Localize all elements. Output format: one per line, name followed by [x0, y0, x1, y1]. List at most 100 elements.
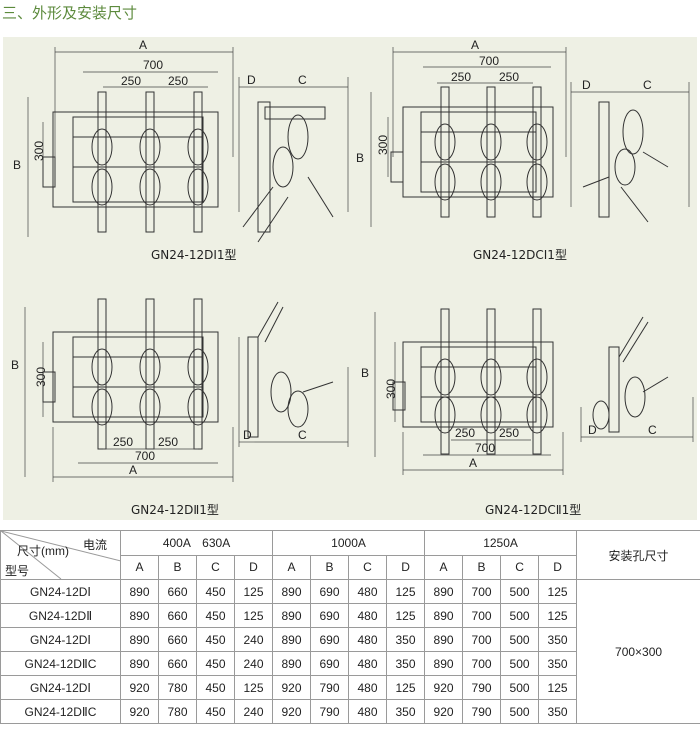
value-cell: 450 [196, 627, 235, 652]
table-row: GN24-12DⅠ 890 660 450 240 890 690 480 35… [0, 627, 700, 652]
caption-gn24-12dc-ii: GN24-12DCⅡ1型 [485, 503, 581, 517]
value-cell: 790 [310, 675, 350, 700]
drawing-gn24-12dc-i-front: A 700 250 250 B 300 [356, 38, 567, 227]
value-cell: 125 [233, 603, 274, 628]
sub-header-b: B [158, 554, 197, 580]
value-cell: 890 [272, 579, 312, 604]
dim-700: 700 [135, 449, 155, 463]
dim-250-left: 250 [451, 70, 471, 84]
drawing-gn24-12d-i-front: A 700 250 250 B 300 [13, 38, 234, 237]
dim-a: A [129, 463, 137, 477]
value-cell: 690 [310, 627, 350, 652]
value-cell: 660 [158, 627, 197, 652]
group-header-1000: 1000A [272, 530, 426, 556]
value-cell: 480 [348, 699, 388, 724]
value-cell: 125 [233, 675, 274, 700]
drawing-gn24-12dc-ii-side: D C [580, 316, 694, 442]
value-cell: 450 [196, 579, 235, 604]
dim-c: C [298, 428, 307, 442]
caption-gn24-12d-i: GN24-12DⅠ1型 [151, 248, 237, 262]
drawing-gn24-12d-i-side: D C [238, 73, 349, 243]
value-cell: 500 [500, 603, 540, 628]
corner-current-label: 电流 [83, 538, 108, 552]
value-cell: 450 [196, 603, 235, 628]
value-cell: 125 [538, 603, 578, 628]
value-cell: 350 [386, 699, 426, 724]
value-cell: 660 [158, 651, 197, 676]
value-cell: 240 [233, 699, 274, 724]
value-cell: 450 [196, 651, 235, 676]
value-cell: 890 [120, 651, 159, 676]
model-cell: GN24-12DⅠ [0, 579, 121, 604]
value-cell: 890 [424, 579, 464, 604]
value-cell: 500 [500, 651, 540, 676]
value-cell: 350 [538, 651, 578, 676]
sub-header-c: C [500, 554, 540, 580]
value-cell: 890 [272, 603, 312, 628]
value-cell: 890 [424, 651, 464, 676]
value-cell: 690 [310, 651, 350, 676]
model-cell: GN24-12DⅠ [0, 627, 121, 652]
model-cell: GN24-12DⅠ [0, 675, 121, 700]
value-cell: 700 [462, 579, 502, 604]
table-row: GN24-12DⅡC 920 780 450 240 920 790 480 3… [0, 699, 700, 724]
value-cell: 500 [500, 675, 540, 700]
value-cell: 920 [424, 675, 464, 700]
value-cell: 690 [310, 579, 350, 604]
drawing-gn24-12dc-ii-front: B 300 250 250 700 A [361, 308, 564, 475]
dim-250-left: 250 [121, 74, 141, 88]
dim-b: B [361, 366, 369, 380]
value-cell: 450 [196, 699, 235, 724]
dim-c: C [643, 78, 652, 92]
sub-header-a: A [424, 554, 464, 580]
dim-250-right: 250 [158, 435, 178, 449]
value-cell: 660 [158, 579, 197, 604]
value-cell: 890 [120, 579, 159, 604]
value-cell: 790 [310, 699, 350, 724]
value-cell: 350 [386, 651, 426, 676]
value-cell: 500 [500, 699, 540, 724]
value-cell: 350 [386, 627, 426, 652]
value-cell: 790 [462, 675, 502, 700]
value-cell: 240 [233, 627, 274, 652]
value-cell: 125 [386, 579, 426, 604]
value-cell: 920 [272, 699, 312, 724]
value-cell: 480 [348, 627, 388, 652]
dim-d: D [247, 73, 256, 87]
dim-300: 300 [384, 379, 398, 399]
value-cell: 125 [386, 675, 426, 700]
sub-header-d: D [538, 554, 578, 580]
dim-250-left: 250 [455, 426, 475, 440]
value-cell: 890 [120, 603, 159, 628]
value-cell: 920 [424, 699, 464, 724]
table-row: GN24-12DⅠ 890 660 450 125 890 690 480 12… [0, 579, 700, 724]
sub-header-d: D [386, 554, 426, 580]
dim-250-right: 250 [499, 426, 519, 440]
model-cell: GN24-12DⅡC [0, 699, 121, 724]
value-cell: 350 [538, 699, 578, 724]
dim-a: A [139, 38, 147, 52]
dim-300: 300 [34, 367, 48, 387]
dim-250-right: 250 [499, 70, 519, 84]
value-cell: 480 [348, 675, 388, 700]
model-cell: GN24-12DⅡC [0, 651, 121, 676]
group-header-400-630: 400A 630A [119, 530, 274, 556]
value-cell: 890 [424, 603, 464, 628]
corner-model-label: 型号 [5, 564, 30, 578]
value-cell: 125 [538, 579, 578, 604]
group-header-1250: 1250A [424, 530, 578, 556]
dim-250-right: 250 [168, 74, 188, 88]
sub-header-a: A [120, 554, 159, 580]
drawing-gn24-12dc-i-side: D C [570, 78, 690, 223]
sub-header-c: C [196, 554, 235, 580]
value-cell: 660 [158, 603, 197, 628]
value-cell: 780 [158, 699, 197, 724]
value-cell: 500 [500, 627, 540, 652]
dim-a: A [471, 38, 479, 52]
dim-700: 700 [143, 58, 163, 72]
section-title: 三、外形及安装尺寸 [2, 4, 138, 22]
sub-header-b: B [462, 554, 502, 580]
table-corner-header: 电流 尺寸(mm) 型号 [0, 530, 121, 580]
sub-header-b: B [310, 554, 350, 580]
value-cell: 480 [348, 579, 388, 604]
